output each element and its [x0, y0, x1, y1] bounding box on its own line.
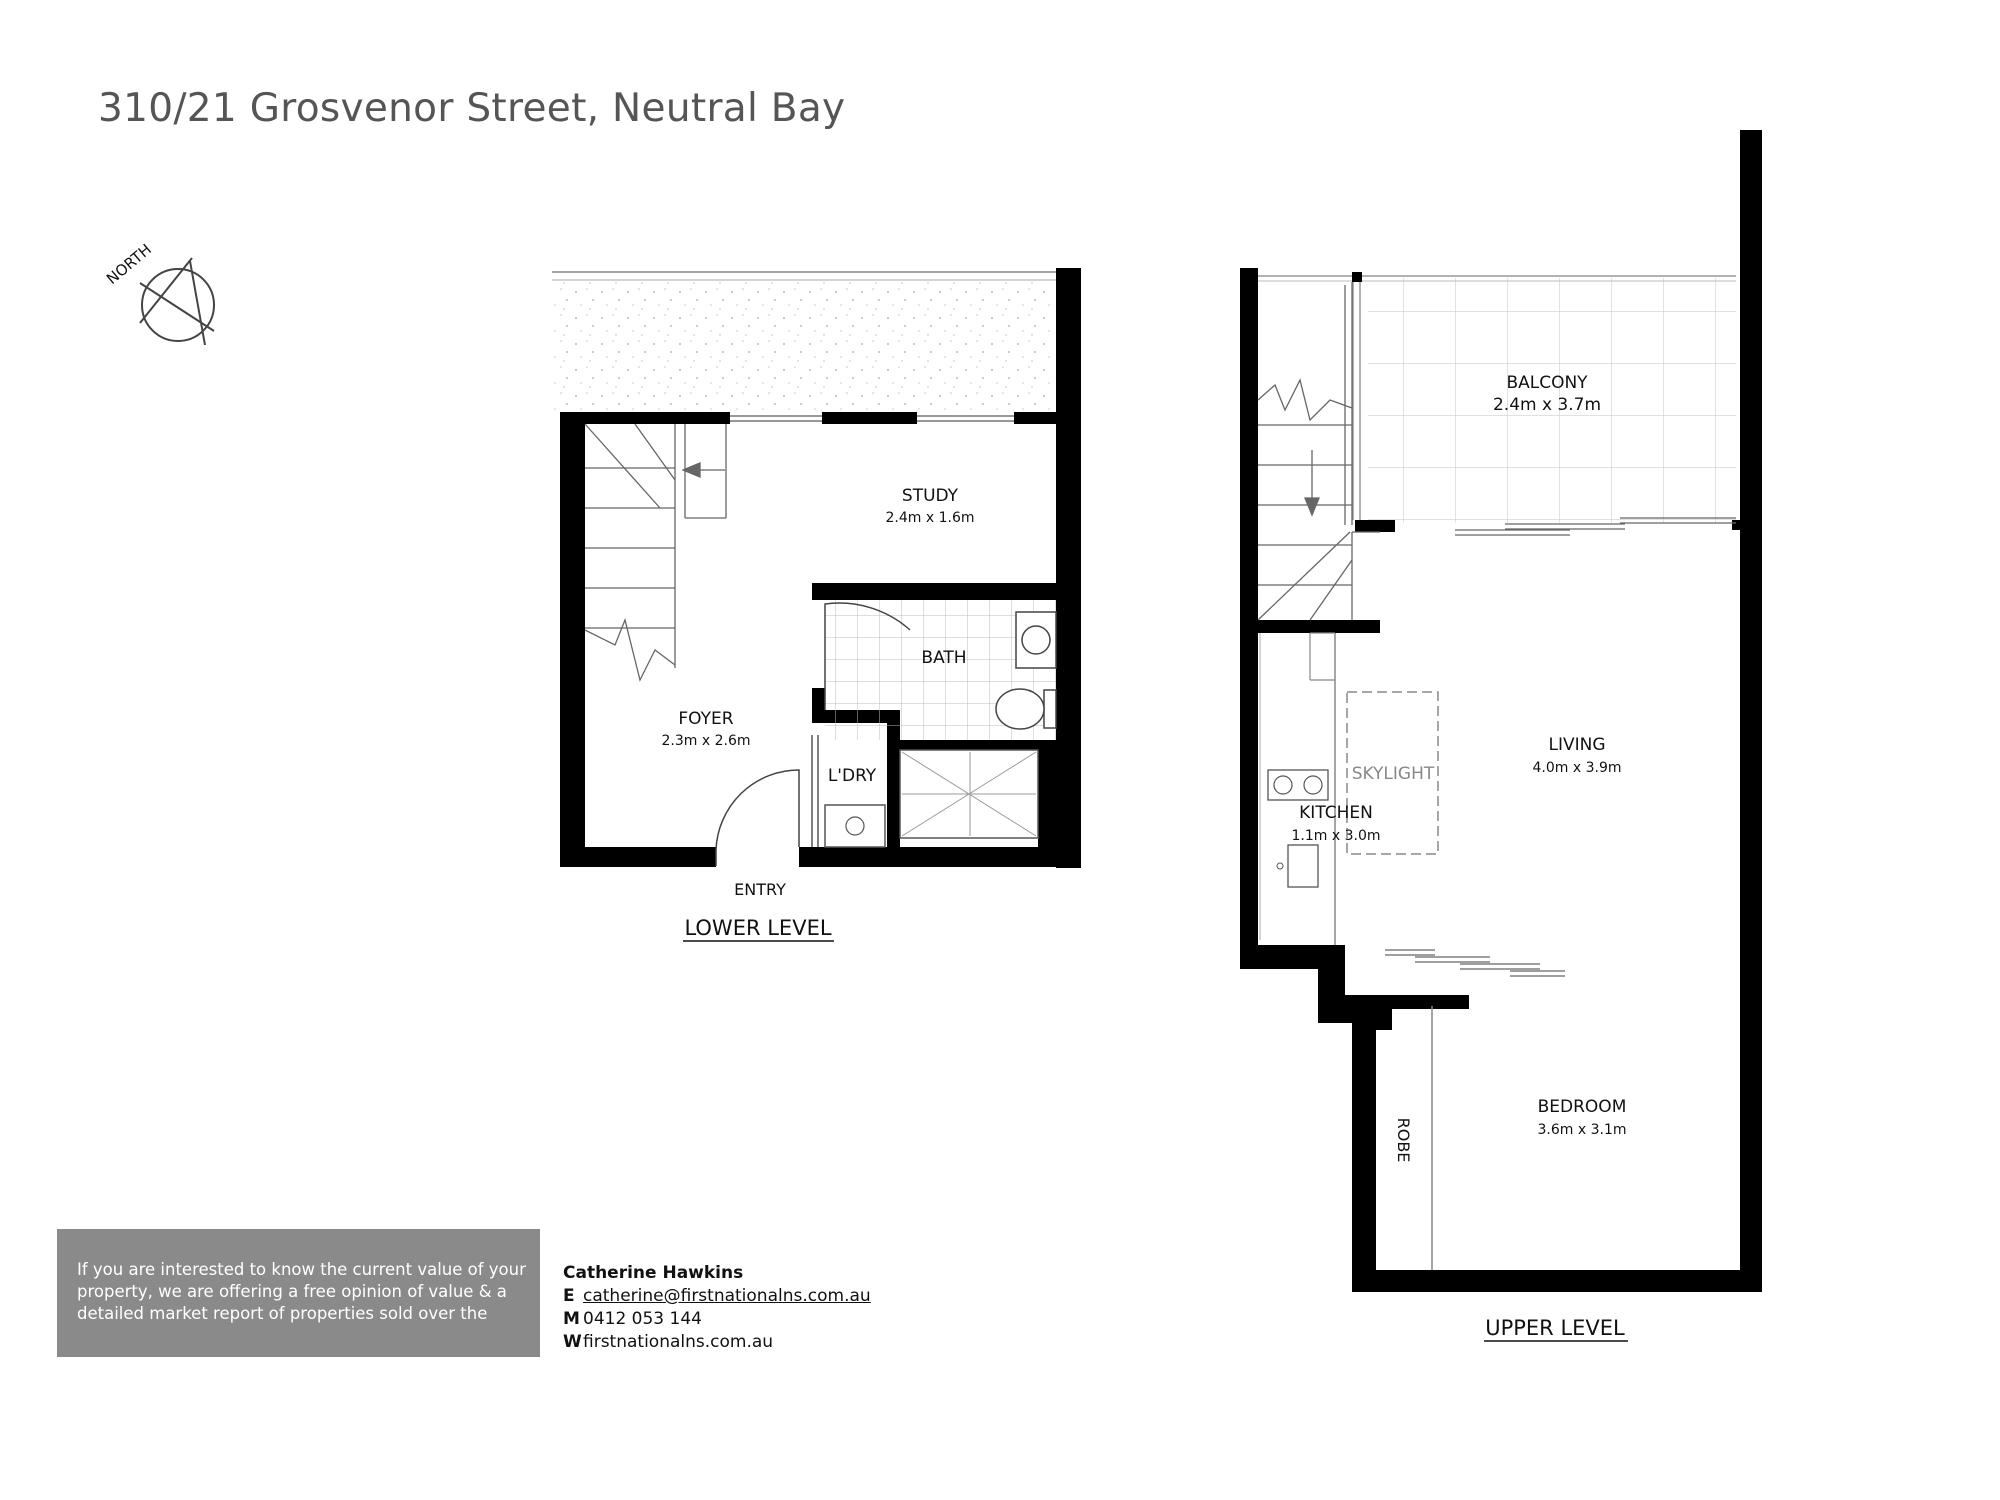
agent-mobile: 0412 053 144: [583, 1309, 702, 1329]
info-line: If you are interested to know the curren…: [77, 1260, 526, 1279]
agent-name: Catherine Hawkins: [563, 1263, 744, 1283]
room-label-study: STUDY: [902, 486, 959, 506]
page-title: 310/21 Grosvenor Street, Neutral Bay: [98, 86, 846, 131]
room-label-laundry: L'DRY: [828, 766, 877, 786]
agent-website-link[interactable]: firstnationalns.com.au: [583, 1332, 774, 1352]
valuation-info-box: If you are interested to know the curren…: [57, 1229, 540, 1357]
room-label-kitchen: KITCHEN: [1299, 803, 1373, 823]
upper-level-caption: UPPER LEVEL: [1485, 1316, 1625, 1340]
lower-level-plan: [552, 268, 1081, 868]
room-label-bath: BATH: [921, 648, 966, 668]
lower-level-caption: LOWER LEVEL: [684, 916, 831, 940]
room-label-foyer: FOYER: [678, 709, 733, 729]
room-size-foyer: 2.3m x 2.6m: [662, 733, 751, 749]
upper-level-plan: [1240, 130, 1762, 1292]
room-label-living: LIVING: [1548, 735, 1605, 755]
email-key: E: [563, 1286, 575, 1306]
agent-email-link[interactable]: catherine@firstnationalns.com.au: [583, 1286, 871, 1306]
room-label-balcony: BALCONY: [1506, 373, 1588, 393]
north-arrow-icon: NORTH: [103, 240, 215, 346]
info-line: property, we are offering a free opinion…: [77, 1282, 507, 1301]
room-label-robe: ROBE: [1394, 1118, 1413, 1163]
info-line: detailed market report of properties sol…: [77, 1304, 488, 1323]
room-size-balcony: 2.4m x 3.7m: [1493, 395, 1601, 415]
room-size-bedroom: 3.6m x 3.1m: [1538, 1122, 1627, 1138]
room-label-bedroom: BEDROOM: [1538, 1097, 1627, 1117]
compass-label: NORTH: [103, 240, 155, 288]
mobile-key: M: [563, 1309, 580, 1329]
room-size-kitchen: 1.1m x 3.0m: [1292, 828, 1381, 844]
web-key: W: [563, 1332, 582, 1352]
room-size-study: 2.4m x 1.6m: [886, 510, 975, 526]
skylight-label: SKYLIGHT: [1352, 764, 1435, 784]
room-label-entry: ENTRY: [734, 880, 786, 899]
room-size-living: 4.0m x 3.9m: [1533, 760, 1622, 776]
